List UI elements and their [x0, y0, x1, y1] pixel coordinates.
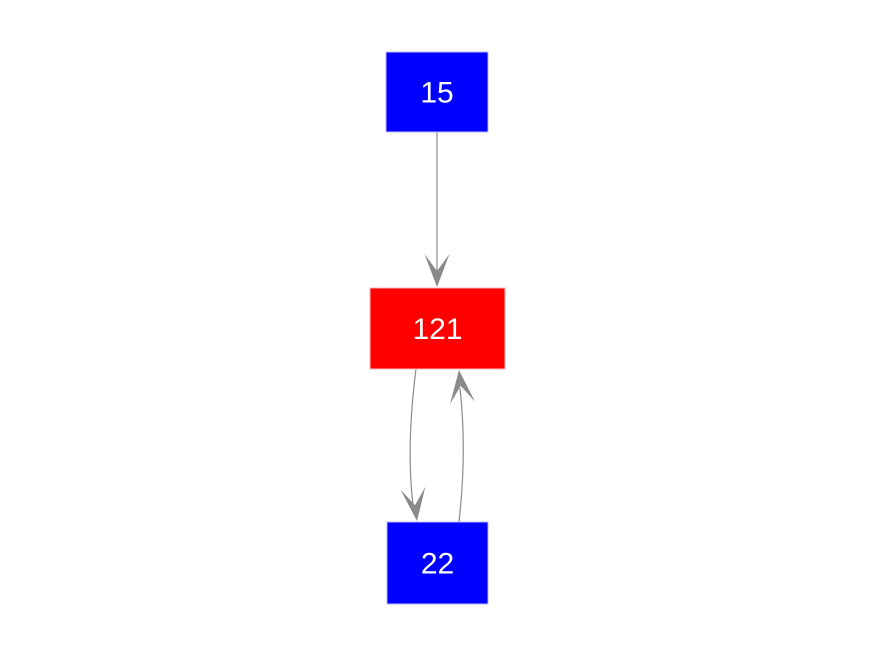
node-label: 121	[412, 313, 462, 346]
node-box	[386, 521, 489, 605]
edge-line	[409, 368, 417, 506]
node-22[interactable]: 22	[386, 521, 489, 605]
edge-22-121[interactable]	[447, 369, 475, 523]
node-box	[369, 287, 506, 370]
arrowhead-icon	[424, 254, 450, 287]
edge-line	[458, 387, 464, 523]
node-121[interactable]: 121	[369, 287, 506, 370]
edge-15-121[interactable]	[424, 132, 450, 287]
arrowhead-icon	[450, 370, 475, 405]
edge-121-22[interactable]	[400, 368, 430, 523]
arrowhead-icon	[400, 486, 426, 521]
node-label: 22	[421, 548, 454, 581]
node-box	[385, 51, 489, 133]
node-15[interactable]: 15	[385, 51, 489, 133]
node-label: 15	[420, 77, 453, 110]
